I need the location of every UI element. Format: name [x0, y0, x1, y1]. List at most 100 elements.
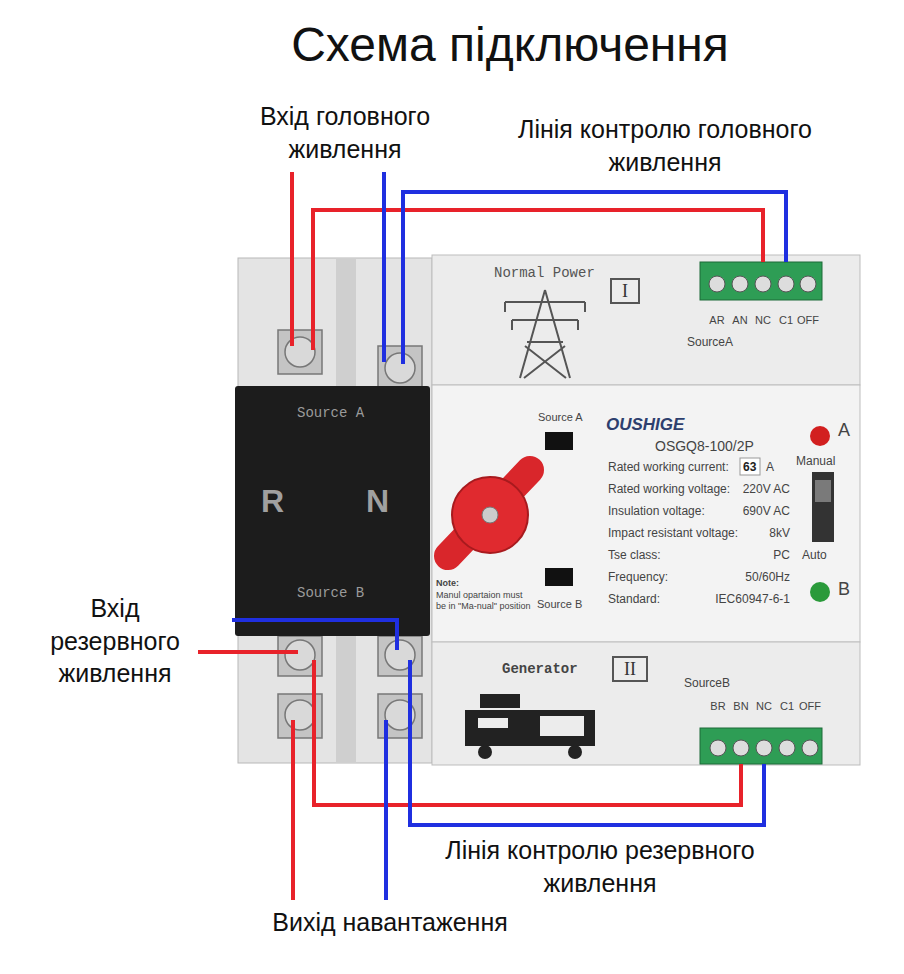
generator-wheel — [478, 745, 492, 759]
pin-name: AN — [732, 313, 747, 327]
rating-name: Frequency: — [608, 570, 668, 586]
screw — [385, 353, 415, 383]
panel-title: Normal Power — [494, 264, 595, 282]
generator-body — [465, 710, 595, 746]
cover-label: Source B — [297, 584, 364, 602]
pin-name: OFF — [799, 699, 821, 713]
callout-label: Лінія контролю головного живлення — [465, 113, 865, 178]
indicator-window — [545, 568, 573, 586]
normal-power-panel: Normal PowerSourceAI — [432, 255, 860, 385]
led-red — [810, 426, 830, 446]
terminal-divider — [336, 258, 356, 386]
pole-letter: N — [366, 481, 389, 523]
screw — [285, 700, 315, 730]
pylon-icon — [505, 290, 585, 378]
source-name: SourceB — [684, 676, 730, 692]
pin-name: BR — [710, 699, 725, 713]
rating-value: 690V AC — [700, 504, 790, 520]
pole-letter: R — [261, 481, 284, 523]
windows — [545, 432, 573, 586]
top-panel — [432, 255, 860, 385]
bottom-panel — [432, 642, 860, 765]
red-wire — [290, 172, 294, 346]
wires — [198, 172, 786, 900]
screw — [709, 276, 725, 292]
rating-name: Insulation voltage: — [608, 504, 705, 520]
window-label: Source A — [538, 410, 583, 424]
red-wire — [314, 660, 741, 805]
callout-label: Вхід резервного живлення — [25, 592, 205, 690]
model-number: OSGQ8-100/2P — [655, 437, 754, 455]
handle-arm — [448, 470, 530, 556]
generator-icon — [465, 694, 595, 759]
handle-knob — [452, 477, 528, 553]
roman-numeral: I — [622, 282, 628, 300]
terminal — [378, 636, 422, 676]
mode-label: Auto — [802, 548, 827, 564]
callout-label: Лінія контролю резервного живлення — [395, 834, 805, 899]
blue-wire — [410, 660, 764, 825]
window-label: Source B — [537, 597, 582, 611]
generator-wheel — [568, 745, 582, 759]
pin-name: C1 — [779, 313, 793, 327]
value-box — [740, 458, 760, 475]
blue-wire — [232, 620, 397, 650]
rating-name: Standard: — [608, 592, 660, 608]
rating-value: 63 — [743, 460, 756, 476]
rating-name: Rated working current: — [608, 460, 729, 476]
screw — [733, 740, 749, 756]
pin-name: NC — [756, 699, 772, 713]
blue-wire — [403, 192, 786, 364]
rating-value: PC — [700, 548, 790, 564]
terminal — [278, 330, 322, 374]
red-wire — [291, 720, 295, 900]
note-heading: Note: — [436, 578, 459, 590]
brand-logo: OUSHIGE — [606, 414, 684, 436]
switch-lever — [815, 480, 831, 502]
panel-title: Generator — [502, 660, 578, 678]
mode-switch — [812, 472, 834, 542]
generator-part — [540, 716, 584, 736]
note-text: Manul opartaion must be in "Ma-nual" pos… — [436, 590, 532, 612]
terminal-block — [700, 262, 822, 300]
pin-name: NC — [755, 313, 771, 327]
pin-name: BN — [733, 699, 748, 713]
led-label: B — [838, 578, 850, 601]
rating-value: IEC60947-6-1 — [700, 592, 790, 608]
generator-part — [478, 718, 508, 728]
blue-wire — [382, 172, 386, 362]
screw — [778, 276, 794, 292]
cover-panel: Source A R N Source B — [235, 386, 430, 636]
front-panel — [432, 385, 860, 642]
screw — [755, 276, 771, 292]
generator-panel: GeneratorSourceB II — [432, 642, 860, 765]
led-green — [810, 582, 830, 602]
red-wire — [313, 210, 763, 350]
rating-unit: A — [766, 460, 774, 476]
cover-label: Source A — [297, 404, 364, 422]
screw — [732, 276, 748, 292]
terminal-divider — [336, 636, 356, 763]
rating-value: 8kV — [700, 526, 790, 542]
callout-label: Вихід навантаження — [240, 906, 540, 939]
handle — [448, 470, 530, 556]
pin-name: AR — [709, 313, 724, 327]
handle-screw — [482, 507, 498, 523]
screw — [800, 276, 816, 292]
pin-name: C1 — [780, 699, 794, 713]
terminal-block — [700, 728, 822, 764]
rating-name: Rated working voltage: — [608, 482, 730, 498]
callout-label: Вхід головного живлення — [225, 100, 465, 165]
roman-numeral: II — [624, 660, 636, 678]
roman-numeral-box: I — [610, 278, 640, 304]
rating-value: 50/60Hz — [700, 570, 790, 586]
pin-name: OFF — [797, 313, 819, 327]
rating-value: 220V AC — [700, 482, 790, 498]
screw — [285, 337, 315, 367]
generator-part — [480, 694, 520, 708]
black-cover — [235, 386, 430, 636]
blue-wire — [384, 720, 388, 900]
rating-name: Tse class: — [608, 548, 661, 564]
screw — [285, 640, 315, 670]
screw — [756, 740, 772, 756]
